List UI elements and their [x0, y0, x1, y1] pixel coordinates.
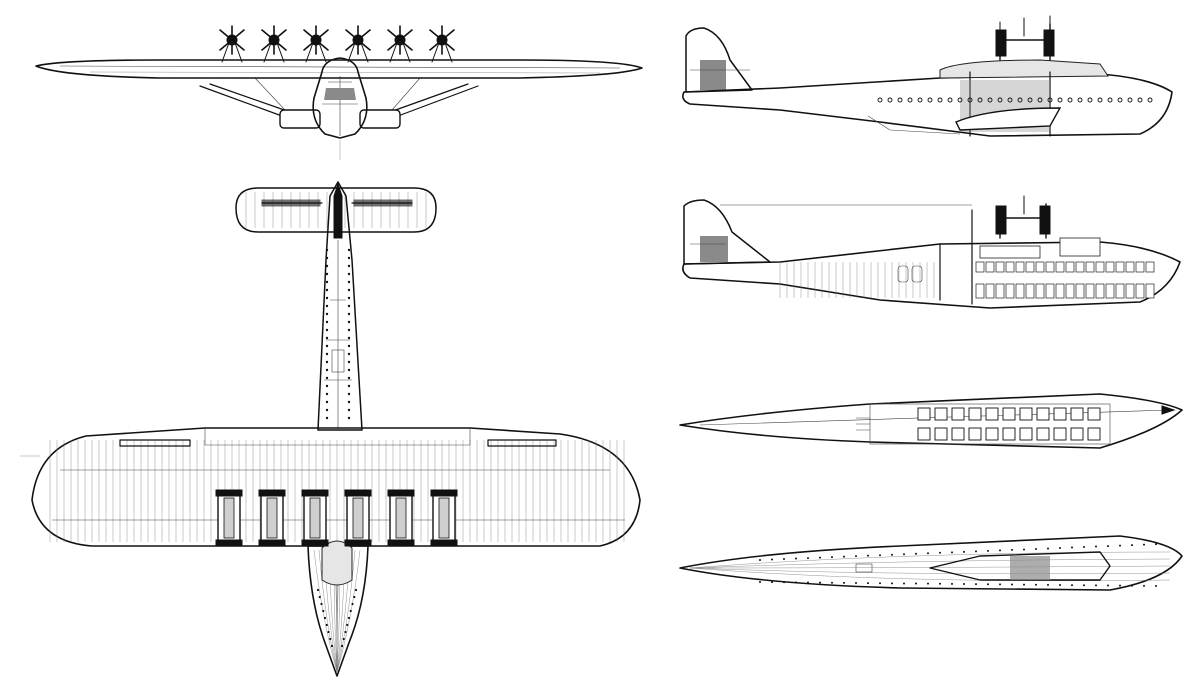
seat — [1019, 427, 1033, 441]
rear-fuselage — [317, 181, 363, 431]
window-porthole — [1137, 97, 1143, 103]
side-sponson — [955, 107, 1062, 131]
top-engine-nacelle — [430, 489, 458, 547]
front-engine — [219, 25, 245, 63]
propeller-icon — [303, 25, 329, 55]
seat — [1087, 427, 1101, 441]
window-porthole — [1087, 97, 1093, 103]
window-porthole — [877, 97, 883, 103]
tailplane — [235, 187, 437, 233]
window-porthole — [977, 97, 983, 103]
seat — [934, 427, 948, 441]
window-porthole — [987, 97, 993, 103]
upper-cabin — [979, 245, 1041, 259]
front-engine — [345, 25, 371, 63]
cutaway-hull — [682, 241, 1181, 309]
window-porthole — [1027, 97, 1033, 103]
window-porthole — [997, 97, 1003, 103]
window-porthole — [1117, 97, 1123, 103]
top-engine-nacelle — [301, 489, 329, 547]
window-porthole — [1077, 97, 1083, 103]
window-porthole — [1107, 97, 1113, 103]
front-engine — [387, 25, 413, 63]
front-wing — [35, 59, 643, 79]
seat — [1070, 407, 1084, 421]
side-fin — [685, 27, 753, 93]
seat — [1087, 407, 1101, 421]
window-porthole — [1007, 97, 1013, 103]
window-porthole — [1017, 97, 1023, 103]
cutaway-fin — [683, 199, 771, 265]
top-engines — [215, 489, 458, 547]
side-hull — [682, 73, 1173, 137]
seat — [917, 427, 931, 441]
top-engine-nacelle — [387, 489, 415, 547]
window-porthole — [1147, 97, 1153, 103]
seat — [934, 407, 948, 421]
seat — [1002, 407, 1016, 421]
propeller-icon — [219, 25, 245, 55]
upper-deck-outline — [679, 393, 1183, 449]
propeller-icon — [345, 25, 371, 55]
top-engine-nacelle — [258, 489, 286, 547]
front-engines — [219, 25, 455, 63]
window-porthole — [947, 97, 953, 103]
wing-struts — [199, 77, 479, 117]
seat — [1053, 407, 1067, 421]
top-view — [20, 181, 641, 677]
lower-deck-outline — [679, 535, 1183, 591]
seat — [1002, 427, 1016, 441]
seat — [951, 407, 965, 421]
propeller-icon — [261, 25, 287, 55]
lower-deck-plan — [679, 535, 1183, 591]
seat — [917, 407, 931, 421]
window-porthole — [1057, 97, 1063, 103]
main-wing — [31, 427, 641, 547]
seat — [1019, 407, 1033, 421]
front-hull — [312, 57, 368, 139]
window-porthole — [1127, 97, 1133, 103]
side-cutaway-view — [682, 195, 1181, 309]
front-view — [35, 25, 643, 160]
top-engine-nacelle — [215, 489, 243, 547]
window-porthole — [887, 97, 893, 103]
upper-deck-plan — [679, 393, 1183, 449]
window-porthole — [1067, 97, 1073, 103]
seat — [951, 427, 965, 441]
window-porthole — [967, 97, 973, 103]
window-porthole — [1037, 97, 1043, 103]
seat — [1036, 407, 1050, 421]
window-porthole — [917, 97, 923, 103]
front-engine — [429, 25, 455, 63]
window-porthole — [937, 97, 943, 103]
forward-hull — [307, 545, 369, 677]
seat — [968, 407, 982, 421]
side-view — [682, 15, 1173, 137]
window-porthole — [897, 97, 903, 103]
cockpit-cabin — [1059, 237, 1101, 257]
right-sponson — [359, 109, 401, 129]
window-porthole — [1047, 97, 1053, 103]
front-engine — [261, 25, 287, 63]
seat — [985, 407, 999, 421]
propeller-icon — [387, 25, 413, 55]
seat — [1053, 427, 1067, 441]
window-porthole — [1097, 97, 1103, 103]
window-porthole — [957, 97, 963, 103]
seat — [968, 427, 982, 441]
seat — [1036, 427, 1050, 441]
propeller-icon — [429, 25, 455, 55]
window-porthole — [907, 97, 913, 103]
top-engine-nacelle — [344, 489, 372, 547]
seat — [985, 427, 999, 441]
front-engine — [303, 25, 329, 63]
left-sponson — [279, 109, 321, 129]
seat — [1070, 427, 1084, 441]
window-porthole — [927, 97, 933, 103]
